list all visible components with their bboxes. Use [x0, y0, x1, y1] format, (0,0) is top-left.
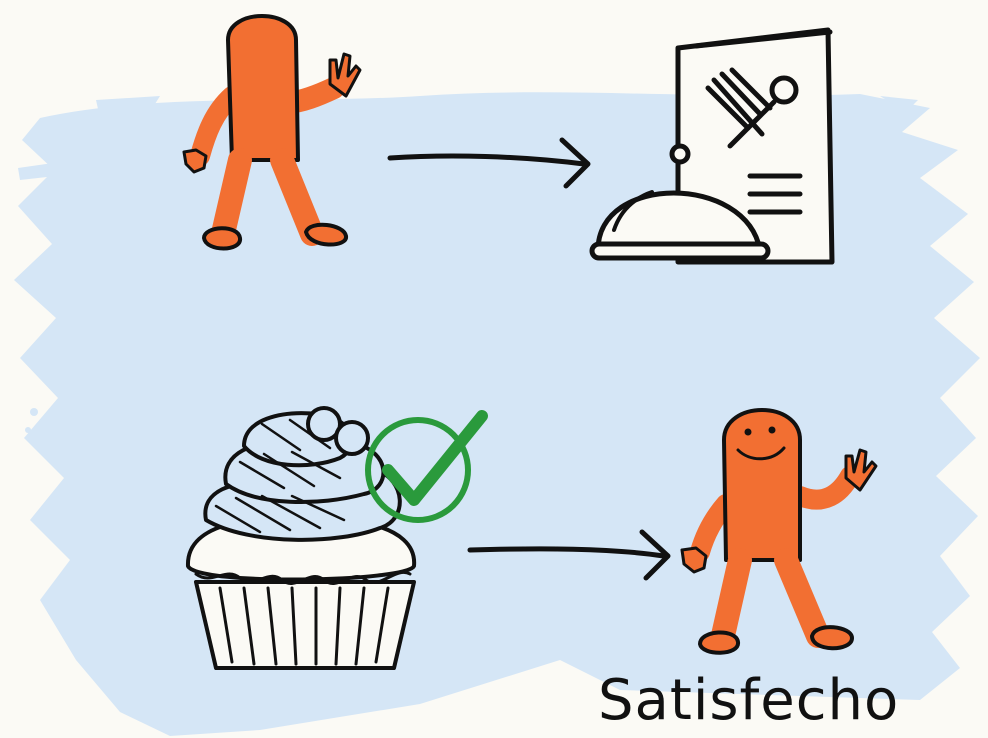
caption-satisfied: Satisfecho — [598, 668, 899, 734]
